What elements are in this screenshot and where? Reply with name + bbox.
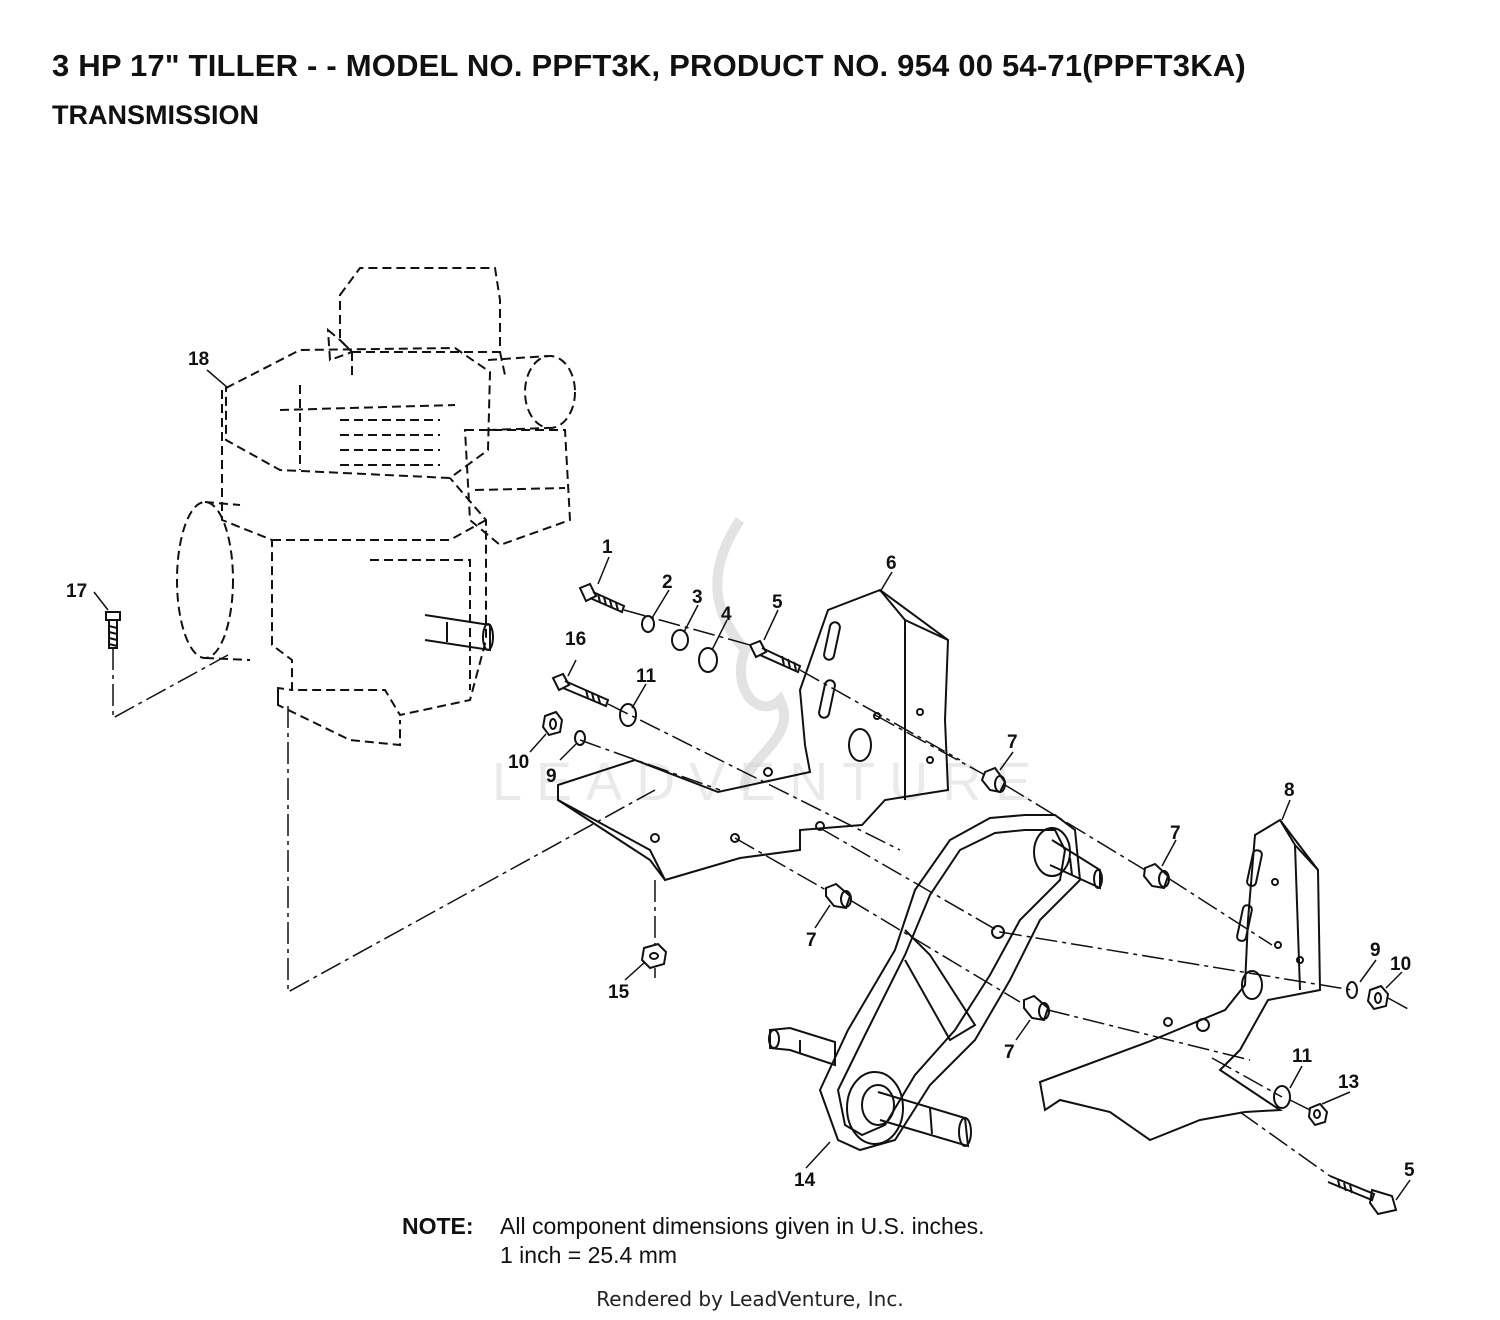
callout-8: 8: [1284, 780, 1295, 801]
callout-1: 1: [602, 537, 613, 558]
nut-13: [1307, 1102, 1329, 1127]
dimension-note: NOTE: All component dimensions given in U…: [402, 1212, 985, 1270]
spacer-7-d: [1023, 994, 1050, 1022]
callout-2: 2: [662, 572, 673, 593]
washer-11-upper: [619, 703, 637, 727]
note-line-2: 1 inch = 25.4 mm: [500, 1242, 678, 1268]
callout-11: 11: [636, 666, 657, 687]
callout-pointers: [93, 369, 1411, 1201]
callout-11: 11: [1292, 1046, 1313, 1067]
callout-13: 13: [1338, 1072, 1359, 1093]
washer-9-right: [1346, 981, 1358, 999]
page-title: 3 HP 17" TILLER - - MODEL NO. PPFT3K, PR…: [52, 48, 1246, 83]
note-label: NOTE:: [402, 1213, 474, 1239]
engine-assembly: [176, 267, 576, 747]
callout-7: 7: [806, 930, 817, 951]
engine-output-shaft: [424, 614, 494, 652]
callout-7: 7: [1007, 732, 1018, 753]
bolt-17: [105, 611, 121, 649]
nut-15: [640, 942, 668, 970]
callout-7: 7: [1170, 823, 1181, 844]
washer-9-left: [574, 730, 586, 746]
nut-10-left: [541, 710, 564, 737]
note-line-1: All component dimensions given in U.S. i…: [500, 1213, 985, 1239]
mounting-bracket-right: [1038, 818, 1322, 1142]
nut-10-right: [1366, 984, 1390, 1011]
callout-6: 6: [886, 553, 897, 574]
callout-9: 9: [546, 766, 557, 787]
footer-credit: Rendered by LeadVenture, Inc.: [596, 1287, 904, 1311]
callout-4: 4: [721, 604, 732, 625]
bolt-5-upper: [748, 639, 802, 674]
watermark-flame-icon: [712, 517, 789, 791]
callout-15: 15: [608, 982, 630, 1003]
callout-labels: 1 2 3 4 5 6 7 7 7 7 8 9 9 10 10 11 11 13…: [66, 349, 1415, 1191]
callout-17: 17: [66, 581, 87, 602]
section-subtitle: TRANSMISSION: [52, 100, 260, 130]
callout-9: 9: [1370, 940, 1381, 961]
mounting-bracket-left: [557, 588, 950, 882]
assembly-lines: [112, 609, 1411, 1177]
callout-3: 3: [692, 587, 703, 608]
washer-11-lower: [1273, 1085, 1291, 1109]
bolt-1: [578, 582, 626, 614]
callout-10: 10: [508, 752, 529, 773]
washer-4: [698, 647, 718, 673]
callout-14: 14: [794, 1170, 816, 1191]
spacer-7-a: [980, 766, 1007, 794]
callout-5: 5: [772, 592, 783, 613]
callout-10: 10: [1390, 954, 1411, 975]
bolt-5-lower: [1327, 1175, 1398, 1216]
washer-2: [641, 615, 655, 633]
bolt-16: [551, 672, 610, 708]
callout-18: 18: [188, 349, 209, 370]
callout-7: 7: [1004, 1042, 1015, 1063]
callout-5: 5: [1404, 1160, 1415, 1181]
spacer-7-b: [1142, 862, 1170, 890]
transmission-case: [768, 814, 1103, 1152]
washer-3: [671, 629, 689, 651]
callout-16: 16: [565, 629, 586, 650]
spacer-7-c: [825, 882, 852, 910]
